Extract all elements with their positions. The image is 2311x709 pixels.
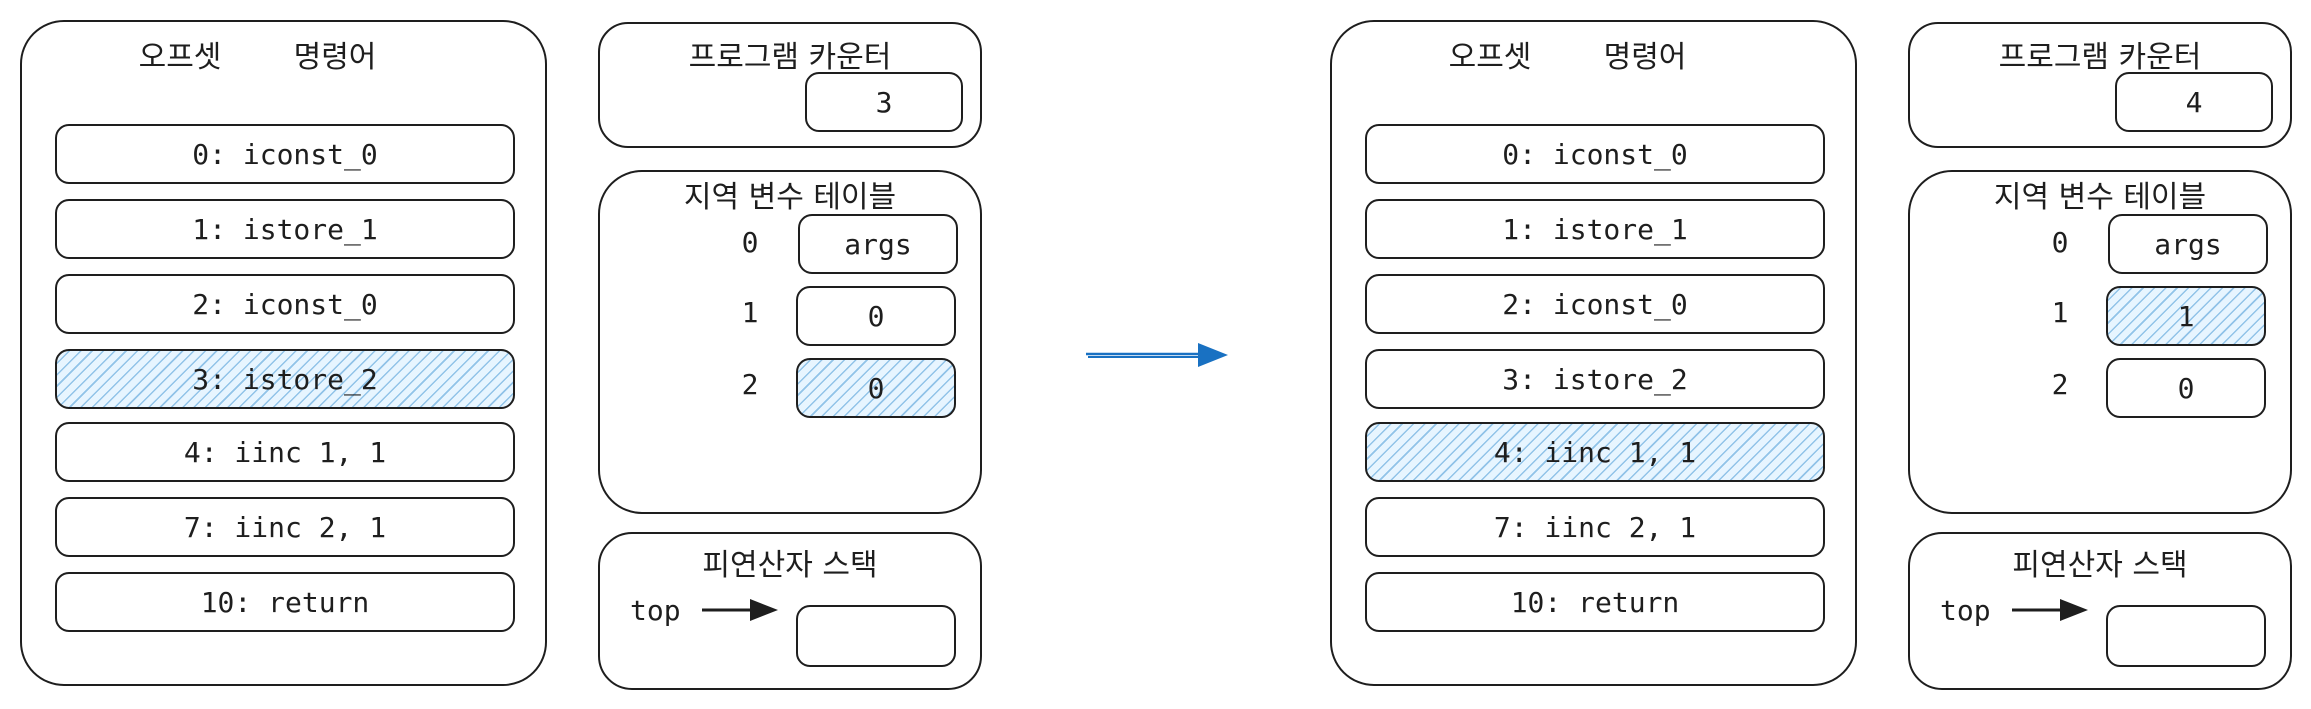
instruction-row: 3: istore_2 [1365,349,1825,409]
stack-top-arrow [702,599,778,621]
instruction-header: 명령어 [293,40,377,75]
operand-stack-title: 피연산자 스택 [2012,548,2188,583]
stack-top-label: top [630,594,681,627]
local-index: 2 [741,368,759,401]
offset-header: 오프셋 [1448,40,1532,75]
local-slot-highlighted: 0 [796,358,956,418]
state-after: 오프셋 명령어 0: iconst_0 1: istore_1 2: icons… [1310,0,2310,709]
instruction-row: 10: return [1365,572,1825,632]
state-before: 오프셋 명령어 0: iconst_0 1: istore_1 2: icons… [0,0,1000,709]
operand-stack-slot [796,605,956,667]
local-slot: args [2108,214,2268,274]
transition-arrow [1086,343,1228,367]
local-slot: 0 [2106,358,2266,418]
instruction-row: 0: iconst_0 [1365,124,1825,184]
offset-header: 오프셋 [138,40,222,75]
local-index: 1 [741,296,759,329]
instruction-row: 2: iconst_0 [1365,274,1825,334]
instruction-row: 7: iinc 2, 1 [55,497,515,557]
instruction-row: 7: iinc 2, 1 [1365,497,1825,557]
local-slot: 0 [796,286,956,346]
local-slot-highlighted: 1 [2106,286,2266,346]
instruction-header: 명령어 [1603,40,1687,75]
instruction-row-highlighted: 3: istore_2 [55,349,515,409]
program-counter-value: 4 [2115,72,2273,132]
program-counter-value: 3 [805,72,963,132]
instruction-row: 0: iconst_0 [55,124,515,184]
instruction-row-highlighted: 4: iinc 1, 1 [1365,422,1825,482]
instruction-row: 1: istore_1 [55,199,515,259]
local-index: 2 [2051,368,2069,401]
stack-top-arrow [2012,599,2088,621]
local-index: 1 [2051,296,2069,329]
instruction-row: 10: return [55,572,515,632]
program-counter-title: 프로그램 카운터 [1998,40,2202,75]
operand-stack-slot [2106,605,2266,667]
local-variable-table-title: 지역 변수 테이블 [1993,180,2207,215]
local-slot: args [798,214,958,274]
operand-stack-title: 피연산자 스택 [702,548,878,583]
local-index: 0 [2051,226,2069,259]
program-counter-title: 프로그램 카운터 [688,40,892,75]
instruction-row: 4: iinc 1, 1 [55,422,515,482]
instruction-row: 2: iconst_0 [55,274,515,334]
local-index: 0 [741,226,759,259]
stack-top-label: top [1940,594,1991,627]
local-variable-table-title: 지역 변수 테이블 [683,180,897,215]
instruction-row: 1: istore_1 [1365,199,1825,259]
